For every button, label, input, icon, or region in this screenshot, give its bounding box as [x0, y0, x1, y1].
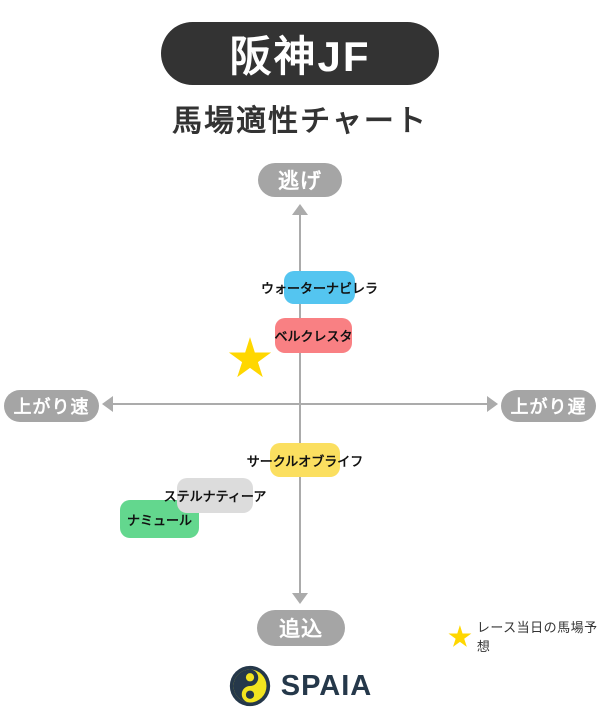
- star-icon: [448, 624, 472, 647]
- arrow-up-icon: [292, 204, 308, 215]
- brand-name: SPAIA: [280, 669, 373, 702]
- horizontal-axis-line: [111, 403, 489, 405]
- arrow-left-icon: [102, 396, 113, 412]
- race-title: 阪神JF: [229, 33, 371, 80]
- horse-label-waternavillera: ウォーターナビレラ: [261, 271, 378, 304]
- spaia-logo-icon: [229, 665, 270, 707]
- axis-label-bottom: 追込: [257, 610, 345, 646]
- horse-label-circleoflife: サークルオブライフ: [247, 443, 363, 477]
- arrow-down-icon: [292, 593, 308, 604]
- legend-label: レース当日の馬場予想: [476, 620, 598, 654]
- axis-label-left: 上がり速: [4, 390, 99, 422]
- legend: レース当日の馬場予想: [448, 617, 600, 655]
- footer-brand: SPAIA: [0, 664, 600, 708]
- arrow-right-icon: [487, 396, 498, 412]
- axis-label-right: 上がり遅: [501, 390, 596, 422]
- axis-label-top: 逃げ: [258, 163, 342, 197]
- page-title: 阪神JF: [161, 22, 439, 85]
- star-icon: [228, 337, 272, 378]
- horse-label-bellcresta: ベルクレスタ: [275, 318, 353, 353]
- chart-subtitle: 馬場適性チャート: [172, 105, 428, 138]
- horse-label-sternatia: ステルナティーア: [164, 478, 266, 513]
